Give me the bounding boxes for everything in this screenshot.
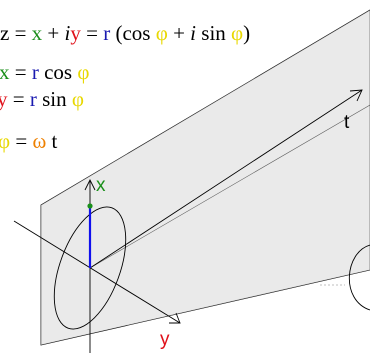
eq-r: r <box>103 21 110 45</box>
rotating-point <box>87 203 93 209</box>
t-axis-arrowhead <box>349 89 363 102</box>
helix-segment <box>89 104 370 269</box>
eq-x: x <box>32 21 43 45</box>
y-axis <box>13 220 181 324</box>
equation-line-4: φ = ω t <box>0 129 58 153</box>
eq-z: z <box>0 21 9 45</box>
t-axis <box>89 89 363 269</box>
equation-line-1: z = x + iy = r (cos φ + i sin φ) <box>0 21 250 45</box>
rotation-circle <box>53 206 127 330</box>
x-axis-arrowhead <box>84 178 96 191</box>
equation-line-2: x = r cos φ <box>0 60 89 84</box>
t-axis-label: t <box>344 112 350 133</box>
eq-phi: φ <box>156 21 168 45</box>
equation-line-3: y = r sin φ <box>0 87 84 111</box>
eq-y: y <box>70 21 81 45</box>
y-axis-arrowhead <box>169 312 181 324</box>
eq-i: i <box>65 21 71 45</box>
y-axis-label: y <box>160 329 170 350</box>
far-circle-arc <box>348 244 370 311</box>
x-axis-label: x <box>96 175 106 196</box>
